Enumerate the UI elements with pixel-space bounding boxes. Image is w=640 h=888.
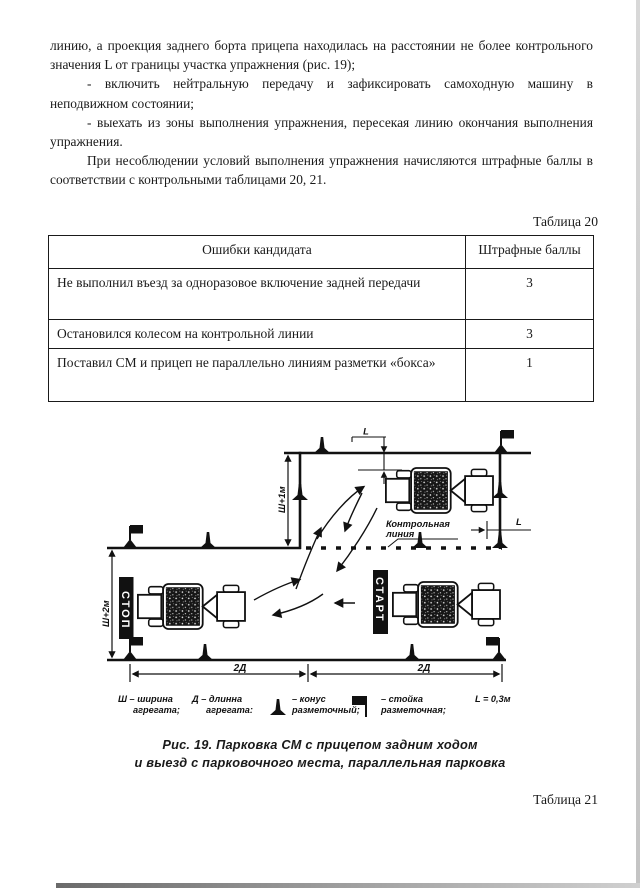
points-cell: 3 [465,319,594,349]
parking-exercise-diagram: Ш+1м Ш+2м L L 2Д 2Д [101,427,531,717]
legend-post-1: – стойка [381,694,423,704]
l-top-dimension: L [351,427,402,484]
figure-caption-line-2: и выезд с парковочного места, параллельн… [134,755,506,770]
cone-icon [412,532,428,548]
corridor-width-label: Ш+2м [101,600,111,627]
scan-edge-right [636,0,640,888]
cone-icon [314,437,330,453]
course-boundary-lines [107,451,531,662]
paragraph-4: При несоблюдении условий выполнения упра… [50,153,593,188]
figure-caption-line-1: Рис. 19. Парковка СМ с прицепом задним х… [162,737,478,752]
legend-cone-2: разметочный; [291,705,360,715]
legend-length-1: Д – длинна [191,694,242,704]
stop-sign-text: СТОП [119,591,131,630]
corridor-width-dimension: Ш+2м [101,549,116,659]
flag-icon [122,636,144,661]
table-row: Не выполнил въезд за одноразовое включен… [48,268,594,320]
table-21-label: Таблица 21 [533,792,598,807]
legend-width-1: Ш – ширина [118,694,173,704]
control-line-callout: Контрольная линия [385,519,458,548]
error-cell: Остановился колесом на контрольной линии [48,319,466,349]
legend-post-2: разметочная; [380,705,446,715]
paragraph-1: линию, а проекция заднего борта прицепа … [50,38,593,73]
paragraph-2: - включить нейтральную передачу и зафикс… [50,76,593,111]
box-width-dimension: Ш+1м [277,454,292,547]
table-20-label: Таблица 20 [533,214,598,229]
scan-edge-bottom [56,883,640,888]
paragraph-3: - выехать из зоны выполнения упражнения,… [50,114,593,150]
flag-icon [485,636,507,661]
cone-icon [492,532,508,548]
table-row: Остановился колесом на контрольной линии… [48,319,594,349]
diagram-legend: Ш – ширина агрегата; Д – длинна агрегата… [118,694,511,717]
flag-icon [493,429,515,454]
legend-cone-1: – конус [292,694,326,704]
trajectory-arrows [253,485,378,618]
box-width-label: Ш+1м [277,486,287,513]
legend-length-2: агрегата: [206,705,253,715]
l-top-label: L [363,427,369,437]
cone-icon [492,482,508,498]
parked-vehicle [384,467,494,514]
start-vehicle [391,581,501,628]
flag-legend-icon [352,696,367,717]
legend-l-value: L = 0,3м [475,694,511,704]
stop-vehicle [136,583,246,630]
penalty-table: Ошибки кандидата Штрафные баллы Не выпол… [48,235,594,402]
control-line-label-1: Контрольная [386,519,450,529]
length-left-label: 2Д [233,663,247,674]
body-text: линию, а проекция заднего борта прицепа … [50,36,593,190]
flag-icon [122,524,144,549]
points-cell: 3 [465,268,594,320]
table-row: Поставил СМ и прицеп не параллельно лини… [48,348,594,402]
length-right-label: 2Д [417,663,431,674]
table-header-row: Ошибки кандидата Штрафные баллы [48,235,594,269]
cone-icon [404,644,420,660]
column-header-errors: Ошибки кандидата [48,235,466,269]
legend-width-2: агрегата; [133,705,180,715]
cone-icon [292,484,308,500]
error-cell: Не выполнил въезд за одноразовое включен… [48,268,466,320]
l-right-dimension: L [471,517,531,539]
stop-sign: СТОП [119,577,134,639]
start-sign: СТАРТ [373,570,388,634]
cone-legend-icon [270,699,286,715]
l-right-label: L [516,517,522,527]
error-cell: Поставил СМ и прицеп не параллельно лини… [48,348,466,402]
length-dimensions: 2Д 2Д [129,663,503,682]
cone-icon [197,644,213,660]
start-sign-text: СТАРТ [373,577,385,623]
cone-icon [200,532,216,548]
column-header-points: Штрафные баллы [465,235,594,269]
points-cell: 1 [465,348,594,402]
control-line-label-2: линия [385,529,415,539]
